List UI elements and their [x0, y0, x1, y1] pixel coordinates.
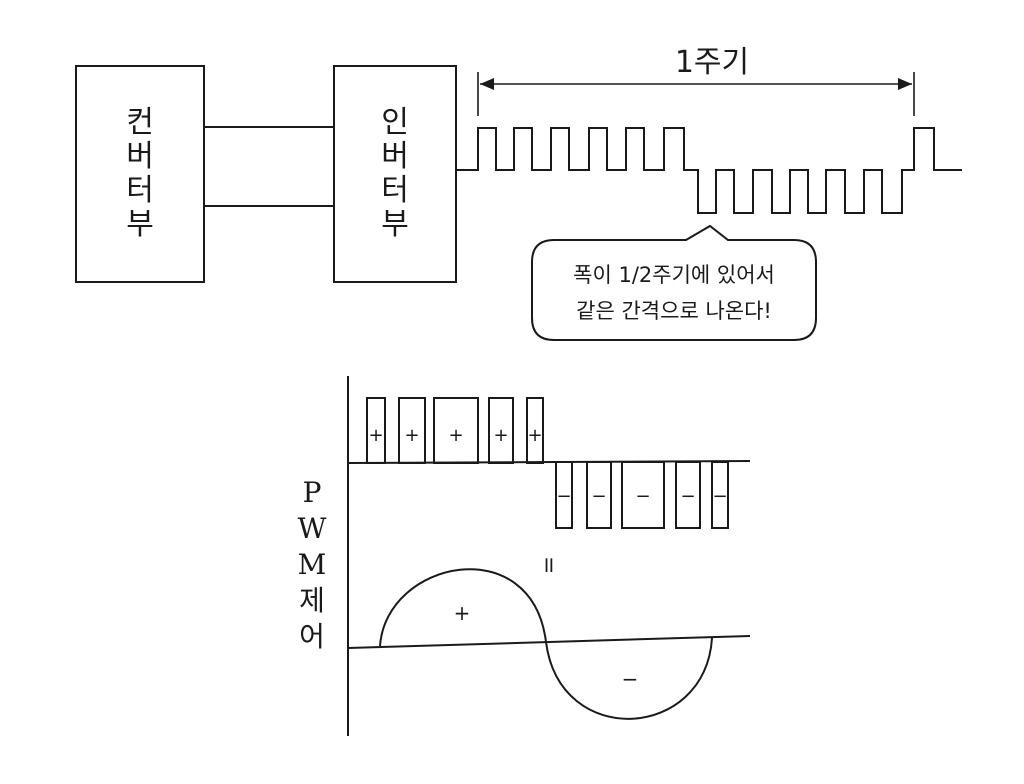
inverter-label-1: 인 [381, 105, 409, 140]
pwm-negative-pulse-sign: − [635, 486, 650, 507]
inverter-output-waveform [456, 127, 962, 214]
callout-bubble: 폭이 1/2주기에 있어서 같은 간격으로 나온다! [531, 224, 817, 341]
period-dimension: 1주기 [477, 45, 915, 116]
pwm-negative-pulse [555, 461, 573, 529]
sine-positive-sign: + [454, 601, 471, 625]
pwm-label-w: W [298, 512, 327, 545]
pwm-positive-pulse-sign: + [448, 425, 463, 446]
pwm-label-je: 제 [299, 584, 325, 617]
pwm-negative-pulse-sign: − [680, 486, 695, 507]
pwm-negative-pulse [621, 461, 665, 529]
pwm-label-eo: 어 [299, 620, 325, 653]
period-label: 1주기 [675, 45, 749, 80]
pwm-positive-pulse-sign: + [493, 425, 508, 446]
pwm-label-m: M [298, 548, 327, 581]
sine-negative-sign: − [622, 667, 639, 691]
pwm-negative-pulse [586, 461, 612, 529]
pwm-negative-pulse [711, 461, 729, 529]
converter-label-4: 부 [126, 207, 154, 242]
inverter-label-3: 터 [381, 173, 409, 208]
pwm-negative-pulse-sign: − [591, 486, 606, 507]
converter-label-3: 터 [126, 173, 154, 208]
pwm-positive-pulse-sign: + [368, 425, 383, 446]
equivalence-sign: ॥ [541, 553, 554, 578]
pwm-positive-pulse [366, 397, 386, 464]
callout-line-1: 폭이 1/2주기에 있어서 [573, 263, 775, 287]
sine-wave: + − [379, 568, 713, 720]
pwm-negative-pulse [675, 461, 701, 529]
inverter-label-4: 부 [381, 207, 409, 242]
pwm-positive-pulse-sign: + [404, 425, 419, 446]
pwm-positive-pulse [433, 397, 479, 464]
pwm-positive-pulse [526, 397, 544, 464]
pwm-negative-pulse-sign: − [712, 486, 727, 507]
pwm-positive-pulse-sign: + [527, 425, 542, 446]
converter-block: 컨 버 터 부 [75, 65, 205, 283]
callout-line-2: 같은 간격으로 나온다! [576, 299, 772, 323]
pwm-positive-pulses: + + + + + [366, 397, 544, 464]
pwm-negative-pulses: − − − − − [555, 461, 729, 529]
inverter-block: 인 버 터 부 [333, 65, 457, 283]
pwm-positive-pulse [488, 397, 514, 464]
converter-label-1: 컨 [126, 105, 154, 140]
pwm-side-label: P W M 제 어 [298, 476, 327, 653]
pwm-negative-pulse-sign: − [556, 486, 571, 507]
inverter-label-2: 버 [381, 139, 409, 174]
sine-baseline [347, 635, 751, 649]
pwm-label-p: P [303, 476, 322, 509]
converter-label-2: 버 [126, 139, 154, 174]
pwm-positive-pulse [398, 397, 426, 464]
